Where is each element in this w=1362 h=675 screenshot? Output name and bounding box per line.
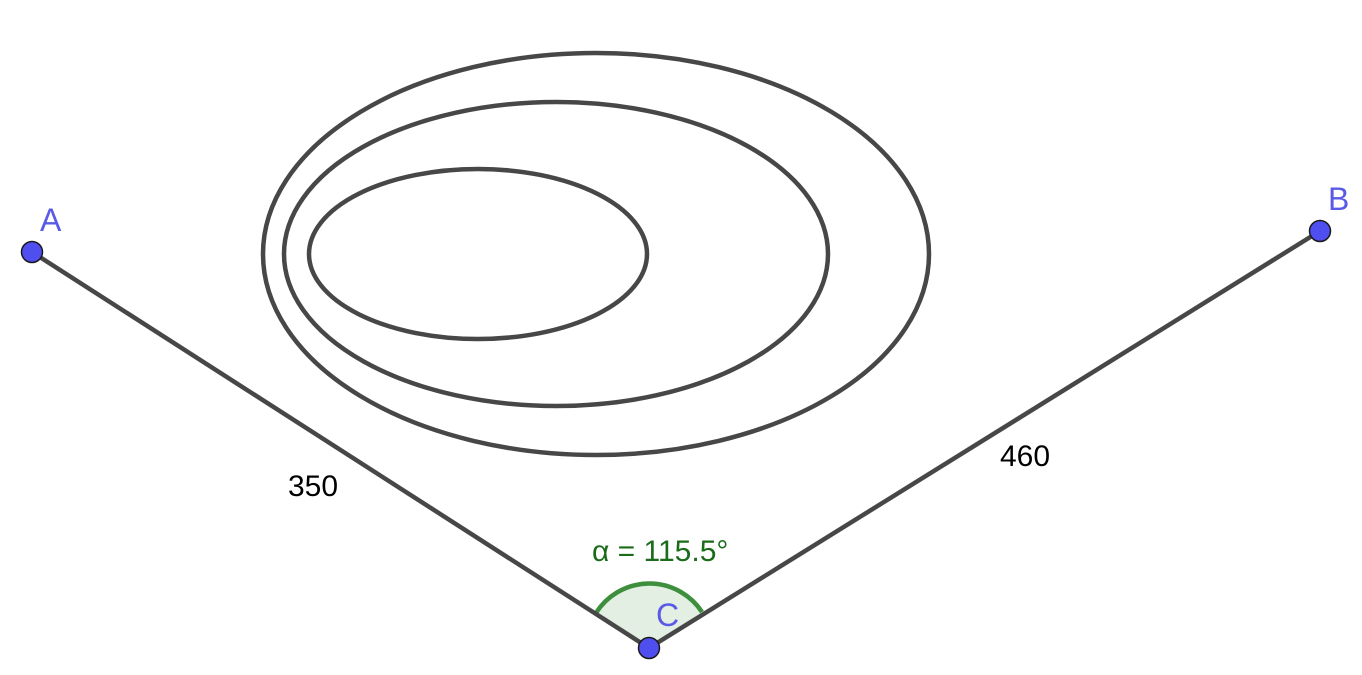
point-b-label: B (1328, 181, 1349, 217)
point-c-label: C (656, 597, 679, 633)
angle-arc[interactable] (594, 581, 704, 615)
point-b[interactable] (1308, 219, 1332, 243)
contour-inner (306, 166, 650, 342)
segment-ac[interactable] (30, 250, 651, 650)
point-a-label: A (40, 202, 62, 238)
segment-bc[interactable] (647, 229, 1322, 650)
contour-lines (260, 50, 932, 458)
contour-outer (260, 50, 932, 458)
contour-middle (281, 99, 831, 409)
segment-ac-length: 350 (288, 470, 338, 503)
angle-label: α = 115.5° (592, 535, 728, 568)
angle-sector[interactable] (596, 583, 702, 648)
point-a[interactable] (20, 240, 44, 264)
point-c[interactable] (637, 636, 661, 660)
segment-bc-length: 460 (1000, 440, 1050, 473)
